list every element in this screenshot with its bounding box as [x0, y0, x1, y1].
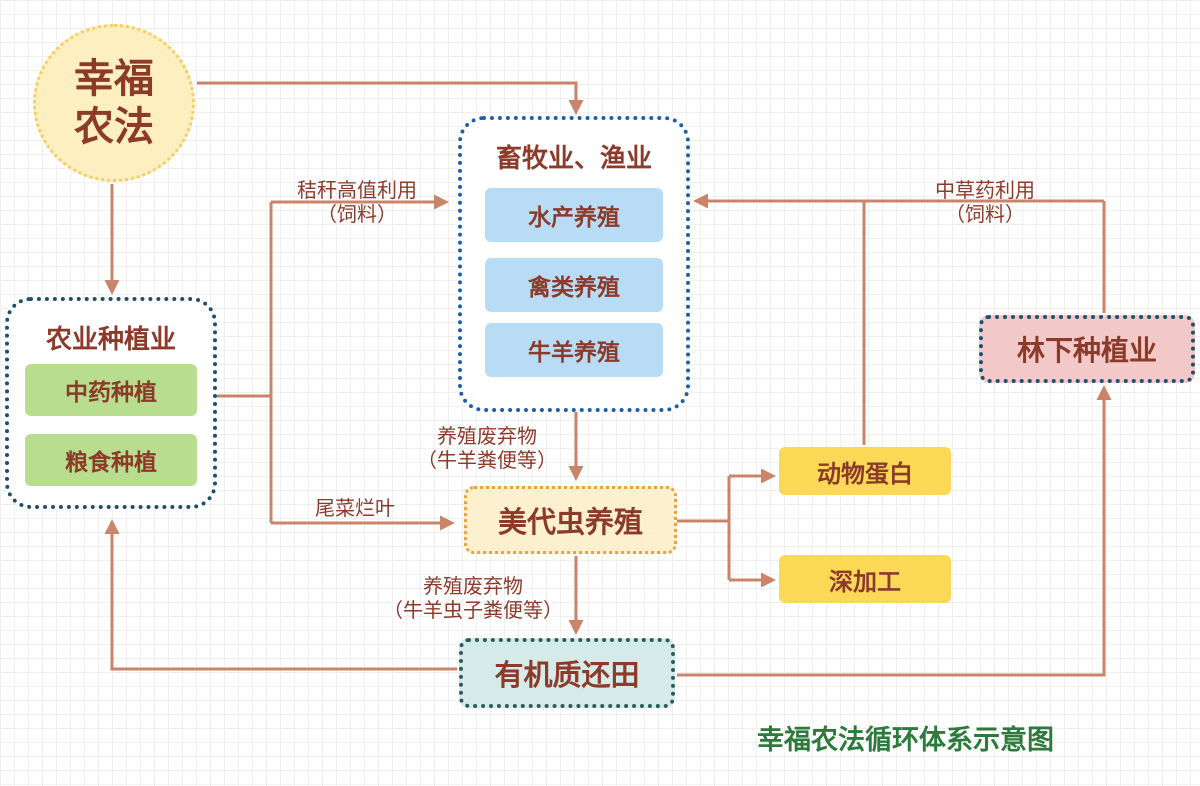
aquaculture-box: 水产养殖	[485, 188, 663, 242]
edge-label-straw: 秸秆高值利用 （饲料）	[282, 178, 432, 226]
organic-return-box: 有机质还田	[459, 638, 675, 708]
cattle-sheep-box: 牛羊养殖	[485, 323, 663, 377]
edge-label-herb-sub: （饲料）	[945, 202, 1025, 226]
arrow-organic-to-forest	[677, 385, 1112, 677]
farming-group: 农业种植业 中药种植 粮食种植	[5, 297, 217, 509]
xingfu-farming-circle: 幸福农法	[33, 24, 195, 182]
worm-farming-box: 美代虫养殖	[464, 486, 677, 554]
edge-label-waste1-sub: （牛羊粪便等）	[417, 448, 557, 472]
edge-label-waste2-sub: （牛羊虫子粪便等）	[383, 598, 563, 622]
grain-planting-box: 粮食种植	[25, 434, 197, 486]
xingfu-farming-label: 幸福农法	[74, 56, 154, 150]
understory-planting-box: 林下种植业	[979, 315, 1195, 383]
edge-label-veg: 尾菜烂叶	[315, 496, 395, 520]
edge-label-straw-main: 秸秆高值利用	[297, 178, 417, 202]
edge-label-herb: 中草药利用 （饲料）	[918, 178, 1052, 226]
animal-protein-box: 动物蛋白	[779, 447, 951, 495]
edge-label-waste2: 养殖废弃物 （牛羊虫子粪便等）	[378, 574, 568, 622]
edge-label-straw-sub: （饲料）	[317, 202, 397, 226]
edge-label-herb-main: 中草药利用	[935, 178, 1035, 202]
edge-label-waste1-main: 养殖废弃物	[437, 424, 537, 448]
poultry-box: 禽类养殖	[485, 258, 663, 312]
edge-label-waste1: 养殖废弃物 （牛羊粪便等）	[414, 424, 560, 472]
farming-title: 农业种植业	[45, 325, 176, 355]
livestock-title: 畜牧业、渔业	[495, 144, 652, 174]
diagram-caption: 幸福农法循环体系示意图	[757, 725, 1054, 756]
herb-planting-box: 中药种植	[25, 364, 197, 416]
arrow-organic-to-farming	[104, 519, 457, 671]
deep-processing-box: 深加工	[779, 555, 951, 603]
livestock-group: 畜牧业、渔业 水产养殖 禽类养殖 牛羊养殖	[458, 116, 690, 412]
edge-label-waste2-main: 养殖废弃物	[423, 574, 523, 598]
arrow-xingfu-to-livestock	[197, 81, 584, 115]
